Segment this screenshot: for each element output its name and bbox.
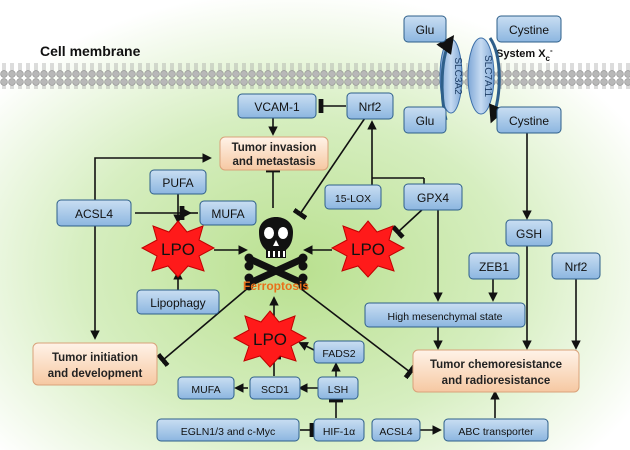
edge-ferroptosis-inhibits-initiation bbox=[156, 287, 249, 368]
lox15-box: 15-LOX bbox=[324, 184, 382, 210]
mufa-bottom-box: MUFA bbox=[177, 376, 235, 400]
chemo-line1: Tumor chemoresistance bbox=[430, 359, 562, 371]
lsh-label: LSH bbox=[328, 384, 348, 396]
lpo-burst-bottom: LPO bbox=[232, 310, 308, 368]
slc7a11-oval bbox=[467, 37, 495, 115]
cell-membrane-bilayer bbox=[0, 63, 630, 89]
mufa-bottom-label: MUFA bbox=[191, 384, 220, 396]
lox15-label: 15-LOX bbox=[335, 193, 371, 205]
edge-nrf2-inhibits-ferroptosis bbox=[292, 117, 366, 221]
nrf2-right-box: Nrf2 bbox=[551, 252, 601, 280]
cystine-out-label: Cystine bbox=[509, 23, 549, 37]
lsh-box: LSH bbox=[317, 376, 359, 400]
tumor-initiation-box: Tumor initiation and development bbox=[32, 342, 158, 386]
ferroptosis-label: Ferroptosis bbox=[243, 279, 309, 293]
pufa-label: PUFA bbox=[162, 176, 193, 190]
lpo-right-label: LPO bbox=[351, 240, 385, 259]
edge-fads2-to-lpo bbox=[298, 342, 315, 351]
nrf2-top-label: Nrf2 bbox=[359, 100, 382, 114]
scd1-box: SCD1 bbox=[249, 376, 301, 400]
lpo-left-label: LPO bbox=[161, 240, 195, 259]
slc3a2-label: SLC3A2 bbox=[452, 57, 463, 95]
egln-label: EGLN1/3 and c-Myc bbox=[181, 426, 276, 438]
system-xc-label: System Xc- bbox=[496, 46, 553, 63]
slc7a11-label: SLC7A11 bbox=[482, 55, 493, 98]
lipophagy-label: Lipophagy bbox=[150, 296, 205, 310]
chemo-line2: and radioresistance bbox=[442, 375, 551, 387]
lpo-burst-right: LPO bbox=[330, 220, 406, 278]
acsl4-bottom-label: ACSL4 bbox=[379, 426, 412, 438]
high-mesenchymal-label: High mesenchymal state bbox=[388, 311, 503, 323]
abc-transporter-label: ABC transporter bbox=[458, 426, 534, 438]
cell-membrane-label: Cell membrane bbox=[40, 43, 141, 59]
edge-gpx4-inhibits-lpo bbox=[391, 207, 425, 239]
acsl4-bottom-box: ACSL4 bbox=[371, 418, 421, 442]
fads2-box: FADS2 bbox=[313, 340, 365, 364]
mufa-top-label: MUFA bbox=[211, 207, 244, 221]
glu-in-box: Glu bbox=[403, 106, 447, 134]
nrf2-right-label: Nrf2 bbox=[565, 260, 588, 274]
edges bbox=[90, 98, 581, 438]
vcam1-label: VCAM-1 bbox=[254, 100, 300, 114]
invasion-line2: and metastasis bbox=[232, 156, 315, 168]
acsl4-left-box: ACSL4 bbox=[56, 199, 132, 227]
lipophagy-box: Lipophagy bbox=[136, 289, 220, 315]
hif1a-box: HIF-1α bbox=[313, 418, 365, 442]
hif1a-label: HIF-1α bbox=[323, 426, 355, 438]
initiation-line2: and development bbox=[48, 368, 143, 380]
nrf2-top-box: Nrf2 bbox=[346, 92, 394, 120]
lpo-bottom-label: LPO bbox=[253, 330, 287, 349]
lpo-burst-left: LPO bbox=[140, 220, 216, 278]
acsl4-left-label: ACSL4 bbox=[75, 207, 113, 221]
gpx4-label: GPX4 bbox=[417, 191, 449, 205]
initiation-line1: Tumor initiation bbox=[52, 352, 138, 364]
glu-out-label: Glu bbox=[416, 23, 435, 37]
high-mesenchymal-box: High mesenchymal state bbox=[364, 302, 526, 328]
gpx4-box: GPX4 bbox=[403, 183, 463, 211]
gsh-label: GSH bbox=[516, 227, 542, 241]
abc-transporter-box: ABC transporter bbox=[443, 418, 549, 442]
tumor-invasion-box: Tumor invasion and metastasis bbox=[219, 136, 329, 171]
pufa-box: PUFA bbox=[149, 169, 207, 195]
skull-crossbones-icon bbox=[244, 217, 308, 291]
edge-acsl4-to-invasion bbox=[94, 153, 212, 200]
edge-ferroptosis-inhibits-chemoresistance bbox=[299, 287, 417, 380]
mufa-top-box: MUFA bbox=[199, 200, 257, 226]
zeb1-box: ZEB1 bbox=[468, 252, 520, 280]
zeb1-label: ZEB1 bbox=[479, 260, 509, 274]
cystine-out-box: Cystine bbox=[496, 15, 562, 43]
glu-out-box: Glu bbox=[403, 15, 447, 43]
cystine-in-box: Cystine bbox=[496, 106, 562, 134]
system-xc-transporter: SLC3A2 SLC7A11 System Xc- bbox=[439, 37, 553, 115]
scd1-label: SCD1 bbox=[261, 384, 289, 396]
glu-in-label: Glu bbox=[416, 114, 435, 128]
cystine-import-arrow bbox=[488, 37, 506, 124]
fads2-label: FADS2 bbox=[322, 348, 355, 360]
chemoresistance-box: Tumor chemoresistance and radioresistanc… bbox=[412, 349, 580, 393]
invasion-line1: Tumor invasion bbox=[232, 142, 317, 154]
gsh-box: GSH bbox=[505, 219, 553, 247]
vcam1-box: VCAM-1 bbox=[237, 93, 317, 119]
cystine-in-label: Cystine bbox=[509, 114, 549, 128]
egln-box: EGLN1/3 and c-Myc bbox=[156, 418, 300, 442]
